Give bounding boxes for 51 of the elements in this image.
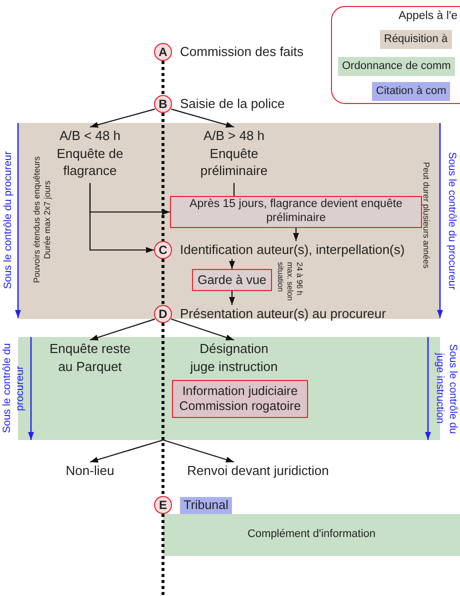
- legend-item: Réquisition à: [380, 30, 452, 49]
- phase-band: [163, 514, 460, 556]
- note-text: Commission rogatoire: [179, 399, 301, 414]
- legend-title: Appels à l'e: [397, 9, 459, 24]
- legend-item: Ordonnance de comm: [338, 57, 455, 76]
- note-text: Peut durer plusieurs années: [420, 160, 432, 270]
- note-text: Information judiciaire: [182, 384, 298, 399]
- step-label: Saisie de la police: [180, 95, 285, 113]
- step-label: Commission des faits: [180, 43, 304, 61]
- note-text: Complément d'information: [246, 527, 377, 542]
- note-box: Tribunal: [180, 497, 232, 514]
- arrow: [90, 318, 156, 341]
- duration-note: 24 à 96 h max. selon situation: [278, 262, 304, 303]
- note-text: Pouvoirs étendus des enquêteurs Durée max 2x7 jours: [30, 156, 53, 286]
- arrow: [89, 183, 154, 253]
- step-label: Enquête préliminaire: [199, 144, 269, 180]
- step-circle: C: [154, 241, 172, 259]
- timeline-line: [162, 61, 164, 95]
- timeline-line: [162, 113, 164, 241]
- step-label: Enquête de flagrance: [56, 144, 124, 180]
- note-box: [172, 380, 308, 418]
- timeline-line: [162, 323, 164, 496]
- step-label: A/B < 48 h: [59, 127, 121, 145]
- arrow: [170, 108, 234, 128]
- arrow: [170, 318, 234, 341]
- step-label: A/B > 48 h: [203, 127, 265, 145]
- step-circle: B: [154, 95, 172, 113]
- step-circle: A: [154, 43, 172, 61]
- control-label: Sous le contrôle du procureur: [2, 150, 15, 292]
- timeline-line: [162, 514, 164, 596]
- arrow: [90, 108, 156, 128]
- control-label: Sous le contrôle du juge instruction: [432, 342, 459, 436]
- legend-item: Citation à com: [372, 82, 450, 101]
- phase-band: [18, 123, 440, 319]
- note-box: Après 15 jours, flagrance devient enquête préliminaire: [170, 196, 422, 228]
- timeline-line: [162, 259, 164, 305]
- step-label: Non-lieu: [66, 462, 114, 480]
- arrow: [163, 439, 234, 463]
- control-label: Sous le contrôle du procureur: [445, 150, 458, 292]
- step-label: Renvoi devant juridiction: [187, 462, 329, 480]
- step-label: Enquête reste au Parquet: [48, 340, 132, 376]
- step-label: Présentation auteur(s) au procureur: [180, 305, 386, 323]
- arrow: [229, 291, 235, 305]
- control-label: Sous le contrôle du procureur: [1, 342, 28, 436]
- step-circle: E: [154, 496, 172, 514]
- step-label: Désignation juge instruction: [189, 340, 279, 376]
- arrow: [90, 439, 164, 463]
- note-box: Garde à vue: [192, 269, 272, 291]
- arrow: [229, 259, 235, 269]
- step-label: Identification auteur(s), interpellation(s): [180, 241, 405, 259]
- arrow: [293, 228, 299, 241]
